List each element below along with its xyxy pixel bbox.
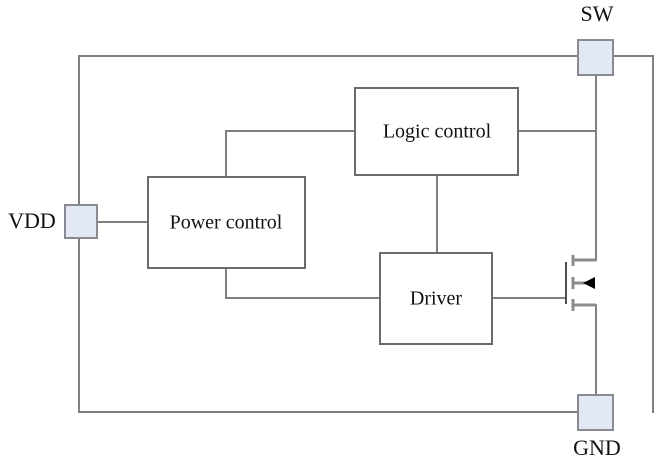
wire-power-control-to-driver [225, 267, 381, 299]
chip-frame-wires [78, 55, 654, 413]
pad-vdd[interactable]: VDD [8, 204, 98, 239]
pad-gnd-rect[interactable] [577, 394, 614, 431]
block-logic-control[interactable]: Logic control [354, 87, 519, 176]
block-power-control[interactable]: Power control [147, 176, 306, 269]
block-driver[interactable]: Driver [379, 252, 493, 345]
pad-sw-label: SW [581, 1, 614, 26]
wire-sw-pad-to-drain [572, 74, 597, 261]
block-power-control-rect[interactable] [147, 176, 306, 269]
nmos-power-fet-symbol [565, 255, 596, 311]
pad-sw[interactable]: SW [577, 1, 614, 76]
pad-gnd[interactable]: GND [573, 394, 621, 460]
wire-source-to-gnd-pad [572, 304, 597, 396]
block-logic-control-label: Logic control [383, 121, 492, 143]
pad-vdd-rect[interactable] [64, 204, 98, 239]
mosfet-body-arrow-icon [583, 277, 595, 289]
block-power-control-label: Power control [170, 212, 283, 234]
block-logic-control-rect[interactable] [354, 87, 519, 176]
pad-gnd-label: GND [573, 435, 621, 460]
pad-sw-rect[interactable] [577, 39, 614, 76]
block-driver-label: Driver [410, 288, 463, 310]
pad-vdd-label: VDD [8, 208, 56, 233]
block-driver-rect[interactable] [379, 252, 493, 345]
wire-logic-control-to-power-control [225, 130, 356, 178]
